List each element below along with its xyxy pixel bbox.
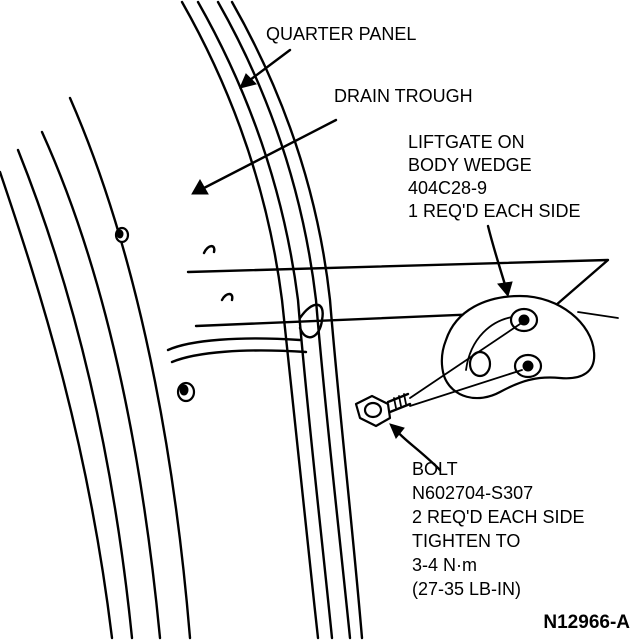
bolt-torque-line: TIGHTEN TO xyxy=(412,531,520,551)
quarter-panel-outer-flange xyxy=(180,0,364,640)
bolt-part-number: N602704-S307 xyxy=(412,483,533,503)
wedge-callout-line: LIFTGATE ON xyxy=(408,132,525,152)
drain-trough-leader-arrow xyxy=(191,118,338,195)
quarter-panel-leader-arrow xyxy=(239,48,292,89)
bolt xyxy=(354,323,523,428)
wedge-callout-line: BODY WEDGE xyxy=(408,155,532,175)
bolt-torque-metric: 3-4 N·m xyxy=(412,555,477,575)
wedge-callout: LIFTGATE ON BODY WEDGE 404C28-9 1 REQ'D … xyxy=(408,132,580,221)
bolt-quantity: 2 REQ'D EACH SIDE xyxy=(412,507,584,527)
bolt-callout: BOLT N602704-S307 2 REQ'D EACH SIDE TIGH… xyxy=(412,459,584,599)
drain-trough-label: DRAIN TROUGH xyxy=(334,86,473,106)
wedge-part-number: 404C28-9 xyxy=(408,178,487,198)
bolt-callout-line: BOLT xyxy=(412,459,458,479)
wedge-leader-arrow xyxy=(486,224,513,298)
bolt-torque-imperial: (27-35 LB-IN) xyxy=(412,579,521,599)
quarter-panel-label: QUARTER PANEL xyxy=(266,24,416,44)
body-fastener-holes xyxy=(114,226,234,403)
bolt-leader-arrow xyxy=(389,423,442,472)
quarter-panel-body xyxy=(0,96,192,640)
wedge-quantity: 1 REQ'D EACH SIDE xyxy=(408,201,580,221)
figure-id: N12966-A xyxy=(543,612,630,633)
liftgate-wedge xyxy=(440,294,596,400)
